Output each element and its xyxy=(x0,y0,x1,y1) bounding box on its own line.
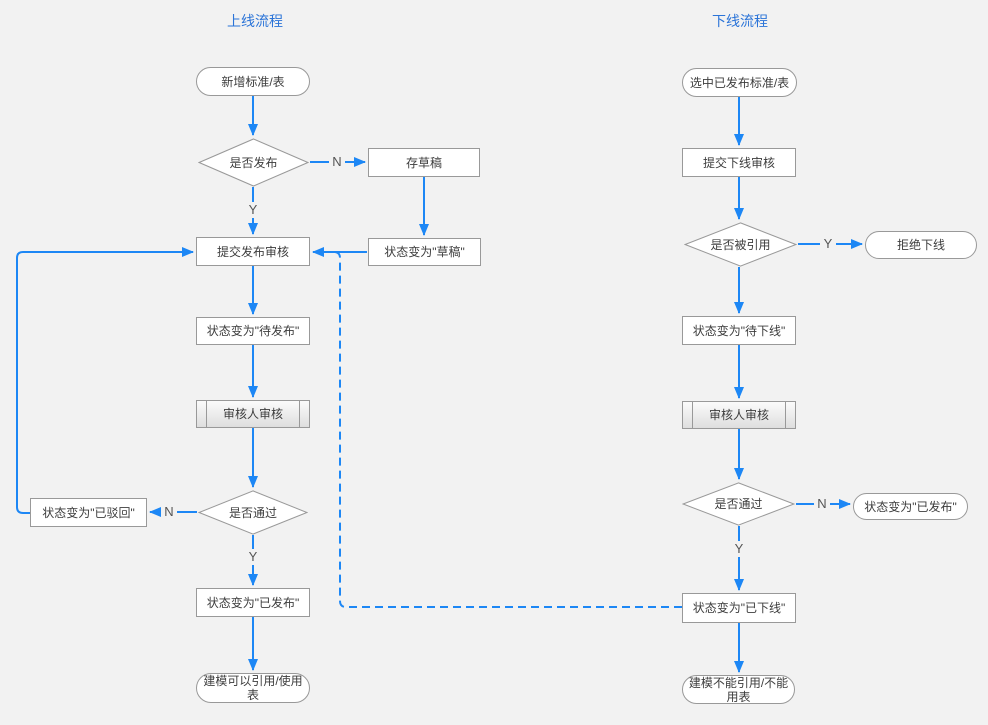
node-label: 状态变为"已驳回" xyxy=(42,505,135,520)
node-online-is-pass-decision: 是否通过 xyxy=(198,490,308,535)
node-label: 是否通过 xyxy=(228,505,277,520)
edge-label-offline-referenced-yes: Y xyxy=(820,236,836,252)
node-label: 新增标准/表 xyxy=(221,74,285,89)
node-label: 拒绝下线 xyxy=(896,238,945,252)
node-online-is-publish-decision: 是否发布 xyxy=(198,138,309,187)
node-offline-reviewer-review: 审核人审核 xyxy=(682,401,796,429)
node-offline-end: 建模不能引用/不能用表 xyxy=(682,675,795,704)
node-online-reviewer-review: 审核人审核 xyxy=(196,400,310,428)
node-offline-status-offline: 状态变为"已下线" xyxy=(682,593,796,623)
node-online-submit-publish-review: 提交发布审核 xyxy=(196,237,310,266)
node-label: 状态变为"待下线" xyxy=(692,323,786,338)
edge-online-rejected-loop xyxy=(16,247,194,514)
decision-diamond-shape xyxy=(198,138,309,187)
node-offline-is-pass-decision: 是否通过 xyxy=(682,482,795,526)
node-label: 提交下线审核 xyxy=(702,155,775,170)
node-offline-submit-offline-review: 提交下线审核 xyxy=(682,148,796,177)
node-offline-status-pending-offline: 状态变为"待下线" xyxy=(682,316,796,345)
node-offline-status-published: 状态变为"已发布" xyxy=(853,493,968,520)
edge-label-offline-pass-no: N xyxy=(814,496,830,512)
edge-label-online-publish-no: N xyxy=(329,154,345,170)
node-label: 选中已发布标准/表 xyxy=(689,75,790,90)
offline-flow-title: 下线流程 xyxy=(712,13,768,29)
node-offline-is-referenced-decision: 是否被引用 xyxy=(684,222,797,267)
node-label: 是否被引用 xyxy=(710,237,771,252)
node-label: 审核人审核 xyxy=(708,408,769,422)
node-online-status-rejected: 状态变为"已驳回" xyxy=(30,498,147,527)
edge-label-online-publish-yes: Y xyxy=(245,202,261,218)
node-label: 建模可以引用/使用表 xyxy=(203,674,303,702)
node-online-start: 新增标准/表 xyxy=(196,67,310,96)
node-online-status-pending-publish: 状态变为"待发布" xyxy=(196,317,310,345)
node-online-status-draft: 状态变为"草稿" xyxy=(368,238,481,266)
node-offline-start: 选中已发布标准/表 xyxy=(682,68,797,97)
decision-diamond-shape xyxy=(198,490,308,535)
node-label: 状态变为"待发布" xyxy=(206,324,300,338)
node-label: 状态变为"已下线" xyxy=(692,601,786,615)
node-label: 状态变为"已发布" xyxy=(864,499,957,514)
node-label: 状态变为"已发布" xyxy=(206,595,300,610)
node-online-end: 建模可以引用/使用表 xyxy=(196,673,310,703)
node-label: 是否通过 xyxy=(714,497,763,511)
edge-offline-to-online-resubmit-dashed xyxy=(330,251,682,608)
decision-diamond-shape xyxy=(682,482,795,526)
online-flow-title: 上线流程 xyxy=(227,13,283,29)
node-online-status-published: 状态变为"已发布" xyxy=(196,588,310,617)
edge-label-online-pass-no: N xyxy=(161,504,177,520)
node-offline-reject-offline: 拒绝下线 xyxy=(865,231,977,259)
decision-diamond-shape xyxy=(684,222,797,267)
node-label: 状态变为"草稿" xyxy=(384,245,465,259)
node-label: 提交发布审核 xyxy=(216,244,289,259)
edge-label-offline-pass-yes: Y xyxy=(731,541,747,557)
node-label: 审核人审核 xyxy=(222,407,283,421)
node-label: 存草稿 xyxy=(405,155,442,170)
node-online-save-draft: 存草稿 xyxy=(368,148,480,177)
node-label: 是否发布 xyxy=(229,155,278,170)
edge-label-online-pass-yes: Y xyxy=(245,549,261,565)
node-label: 建模不能引用/不能用表 xyxy=(688,675,789,704)
